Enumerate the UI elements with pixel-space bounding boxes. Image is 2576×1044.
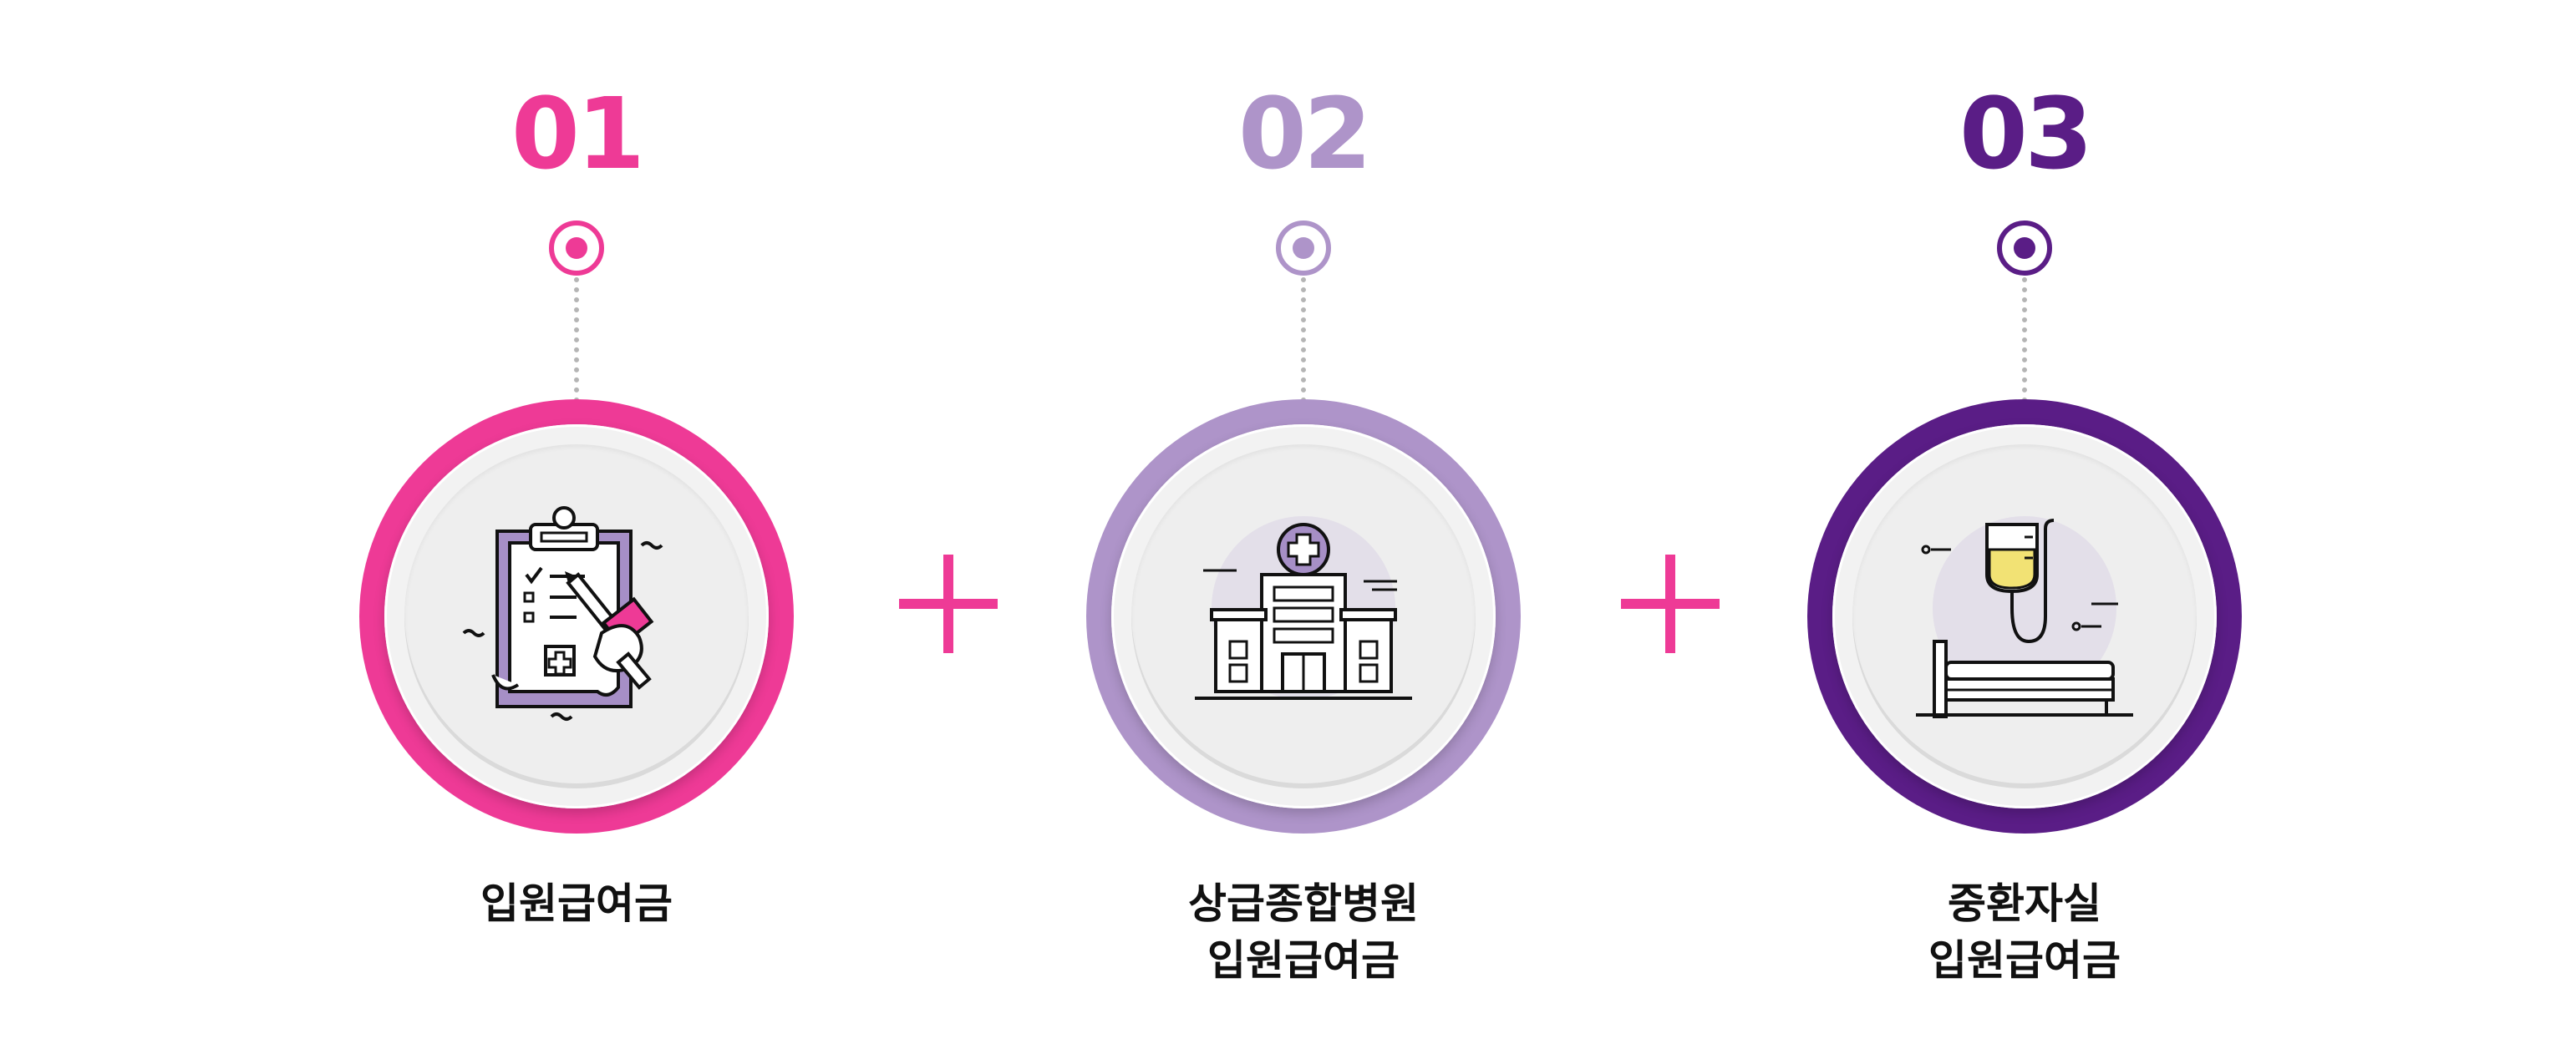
plus-icon: [1621, 555, 1720, 653]
plus-icon: [899, 555, 998, 653]
step-3: 03: [1807, 0, 2242, 1044]
step-number: 02: [1237, 76, 1372, 191]
step-marker-icon: [549, 220, 604, 276]
step-1: 01: [359, 0, 794, 1044]
step-label: 입원급여금: [326, 875, 827, 932]
step-label: 상급종합병원 입원급여금: [1053, 875, 1554, 989]
hospital-building-icon: [1195, 516, 1412, 700]
label-line: 입원급여금: [1207, 936, 1400, 985]
iv-drip-bed-icon: [1916, 516, 2133, 718]
dotted-connector: [1301, 277, 1306, 403]
step-label: 중환자실 입원급여금: [1774, 875, 2275, 989]
label-line: 입원급여금: [480, 879, 673, 928]
step-number: 01: [511, 76, 645, 191]
step-circle: [359, 399, 794, 834]
step-circle: [1086, 399, 1521, 834]
step-marker-icon: [1276, 220, 1331, 276]
step-marker-icon: [1997, 220, 2052, 276]
step-2: 02: [1086, 0, 1521, 1044]
dotted-connector: [574, 277, 579, 403]
step-circle: [1807, 399, 2242, 834]
clipboard-pencil-icon: [462, 506, 663, 721]
dotted-connector: [2022, 277, 2027, 403]
label-line: 중환자실: [1948, 879, 2101, 928]
label-line: 상급종합병원: [1188, 879, 1419, 928]
label-line: 입원급여금: [1928, 936, 2121, 985]
step-number: 03: [1959, 76, 2093, 191]
